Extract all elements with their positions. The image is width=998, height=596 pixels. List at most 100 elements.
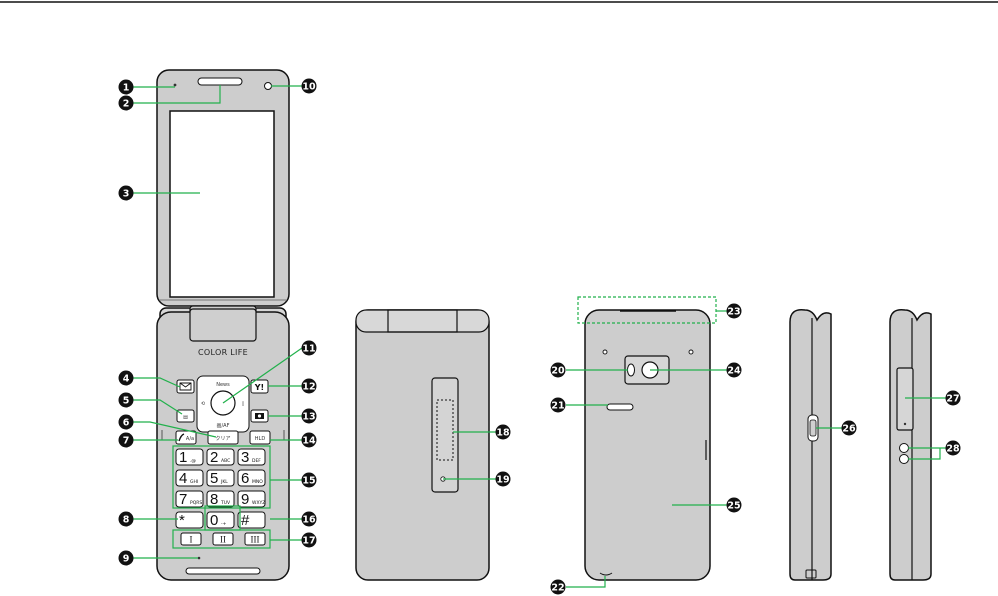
closed-hinge [356,310,489,332]
sub-display-panel [432,378,458,492]
cover-notch [904,423,906,425]
light-sensor [265,83,272,90]
hinge-front [190,309,256,341]
callout-19-number: 19 [496,474,509,485]
key-4-digit: 4 [179,470,187,487]
callout-9: 9 [119,551,134,566]
key-2-digit: 2 [210,449,218,466]
callout-13: 13 [302,409,317,424]
call-key-label: A/a [186,436,194,442]
side-right-body [890,310,931,580]
external-port-lower [900,455,909,464]
phone-back [578,297,716,580]
callout-15: 15 [302,473,317,488]
callout-26-number: 26 [842,423,856,434]
key-1-digit: 1 [179,449,187,466]
key-7-letters: PQRS [190,500,202,506]
key-3-digit: 3 [241,449,249,466]
callout-16-number: 16 [302,514,316,525]
callout-17-number: 17 [302,535,315,546]
dpad-bottom-label: 画/AF [217,423,230,429]
callout-18-number: 18 [496,427,510,438]
guide-key-icon: ▤ [183,415,188,421]
dpad-right-icon: ▯ [242,401,245,407]
function-key-3-label: III [251,535,260,545]
callout-8: 8 [119,512,134,527]
key-5-digit: 5 [210,470,218,487]
key-9-letters: WXYZ [252,500,265,506]
key-#-digit: # [241,512,250,529]
callout-14-number: 14 [302,435,316,446]
callout-12-number: 12 [302,381,315,392]
callout-20-number: 20 [551,365,565,376]
key-9-digit: 9 [241,491,249,508]
yahoo-icon: Y! [254,383,264,392]
camera-icon-lens [258,414,261,417]
callout-24: 24 [727,363,742,378]
key-7-digit: 7 [179,491,187,508]
callout-11-number: 11 [302,343,315,354]
mic-hole-top [174,84,177,87]
dpad-top-label: News [216,382,230,388]
brand-logo: COLOR LIFE [198,348,248,357]
side-left-body [790,310,831,580]
external-port-upper [900,444,909,453]
screw-left [603,350,607,354]
callout-21: 21 [551,398,566,413]
callout-6-number: 6 [123,417,130,428]
key-0-digit: 0 [210,512,218,529]
callout-26: 26 [842,421,857,436]
callout-22-number: 22 [551,582,564,593]
callout-12: 12 [302,379,317,394]
key-3-letters: DEF [252,458,261,464]
callout-10-number: 10 [302,81,316,92]
callout-11: 11 [302,341,317,356]
function-key-1-label: I [190,535,193,545]
callout-2: 2 [119,96,134,111]
key-8-letters: TUV [220,500,231,506]
callout-23: 23 [727,304,742,319]
key-6-letters: MNO [252,479,263,485]
speaker-slot [607,404,633,410]
side-view-right [890,310,931,580]
function-key-2-label: II [220,535,226,545]
dpad-left-icon: ⟲ [201,401,205,407]
key-1-letters: .@ [190,458,196,464]
key-0-letters: -+ [221,521,227,527]
microphone-hole [198,557,201,560]
callout-22: 22 [551,580,566,595]
callout-10: 10 [302,79,317,94]
key-2-letters: ABC [221,458,230,464]
closed-body [356,310,489,580]
callout-14: 14 [302,433,317,448]
callout-9-number: 9 [123,553,130,564]
memory-card-cover [897,368,913,430]
callout-2-number: 2 [123,98,130,109]
callout-25-number: 25 [727,500,740,511]
callout-3-number: 3 [123,188,130,199]
callout-27-number: 27 [946,393,959,404]
side-key [810,420,816,436]
callout-16: 16 [302,512,317,527]
hold-key-label: HLD [255,436,266,442]
closed-phone-front [356,310,489,580]
callout-15-number: 15 [302,475,315,486]
callout-6: 6 [119,415,134,430]
callout-21-number: 21 [551,400,564,411]
open-phone: COLOR LIFE Y! News 画/AF ⟲ ▯ ▤ A/a クリア HL… [157,70,289,580]
clear-key-label: クリア [215,436,230,442]
callout-24-number: 24 [727,365,741,376]
key-*-digit: * [179,512,185,529]
callout-18: 18 [496,425,511,440]
callout-20: 20 [551,363,566,378]
callout-23-number: 23 [727,306,740,317]
callout-28: 28 [946,441,961,456]
mobile-light [628,364,635,376]
callout-17: 17 [302,533,317,548]
callout-7-number: 7 [123,435,130,446]
callout-1-number: 1 [123,82,130,93]
bottom-slot [186,568,260,574]
screw-right [689,350,693,354]
callout-5-number: 5 [123,395,130,406]
